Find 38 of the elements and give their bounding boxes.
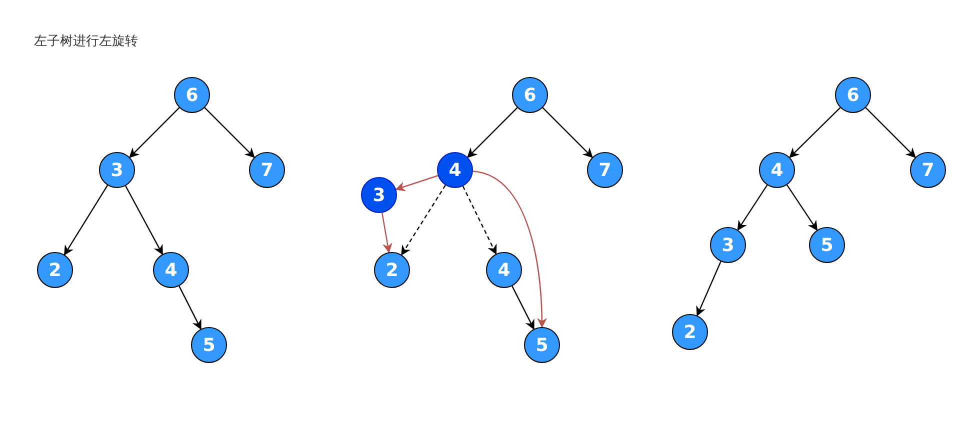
tree-node-circle: 5: [809, 227, 845, 263]
arrow: [64, 184, 108, 256]
tree-node-circle: 5: [191, 327, 227, 363]
arrow: [178, 286, 202, 330]
tree-node-circle: 4: [486, 252, 522, 288]
arrow: [512, 286, 534, 330]
arrow: [125, 186, 163, 256]
tree-node-circle: 3: [99, 152, 135, 188]
tree-node-circle: 2: [672, 314, 708, 350]
arrow: [395, 175, 438, 192]
arrow: [381, 212, 392, 254]
tree-node-circle: 3: [710, 227, 746, 263]
arrow: [467, 107, 518, 158]
arrow: [696, 261, 722, 316]
arrow: [129, 107, 180, 158]
tree-node-circle: 5: [524, 327, 560, 363]
arrow: [401, 184, 446, 256]
arrow: [737, 184, 768, 231]
arrow: [204, 107, 255, 158]
tree-node-circle: 6: [512, 77, 548, 113]
tree-node-circle: 2: [37, 252, 73, 288]
arrow: [542, 107, 593, 158]
arrow: [472, 170, 547, 328]
arrow: [789, 107, 841, 158]
tree-node-circle: 7: [249, 152, 285, 188]
tree-node-circle: 3: [361, 177, 397, 213]
tree-node-circle: 7: [910, 152, 946, 188]
arrow: [786, 184, 818, 231]
arrow: [865, 107, 916, 158]
tree-node-circle: 2: [374, 252, 410, 288]
arrow: [462, 186, 497, 255]
tree-node-circle: 6: [835, 77, 871, 113]
tree-node-circle: 4: [437, 152, 473, 188]
tree-node-circle: 4: [759, 152, 795, 188]
tree-node-circle: 6: [174, 77, 210, 113]
title: 左子树进行左旋转: [34, 32, 138, 50]
tree-node-circle: 4: [153, 252, 189, 288]
tree-node-circle: 7: [587, 152, 623, 188]
